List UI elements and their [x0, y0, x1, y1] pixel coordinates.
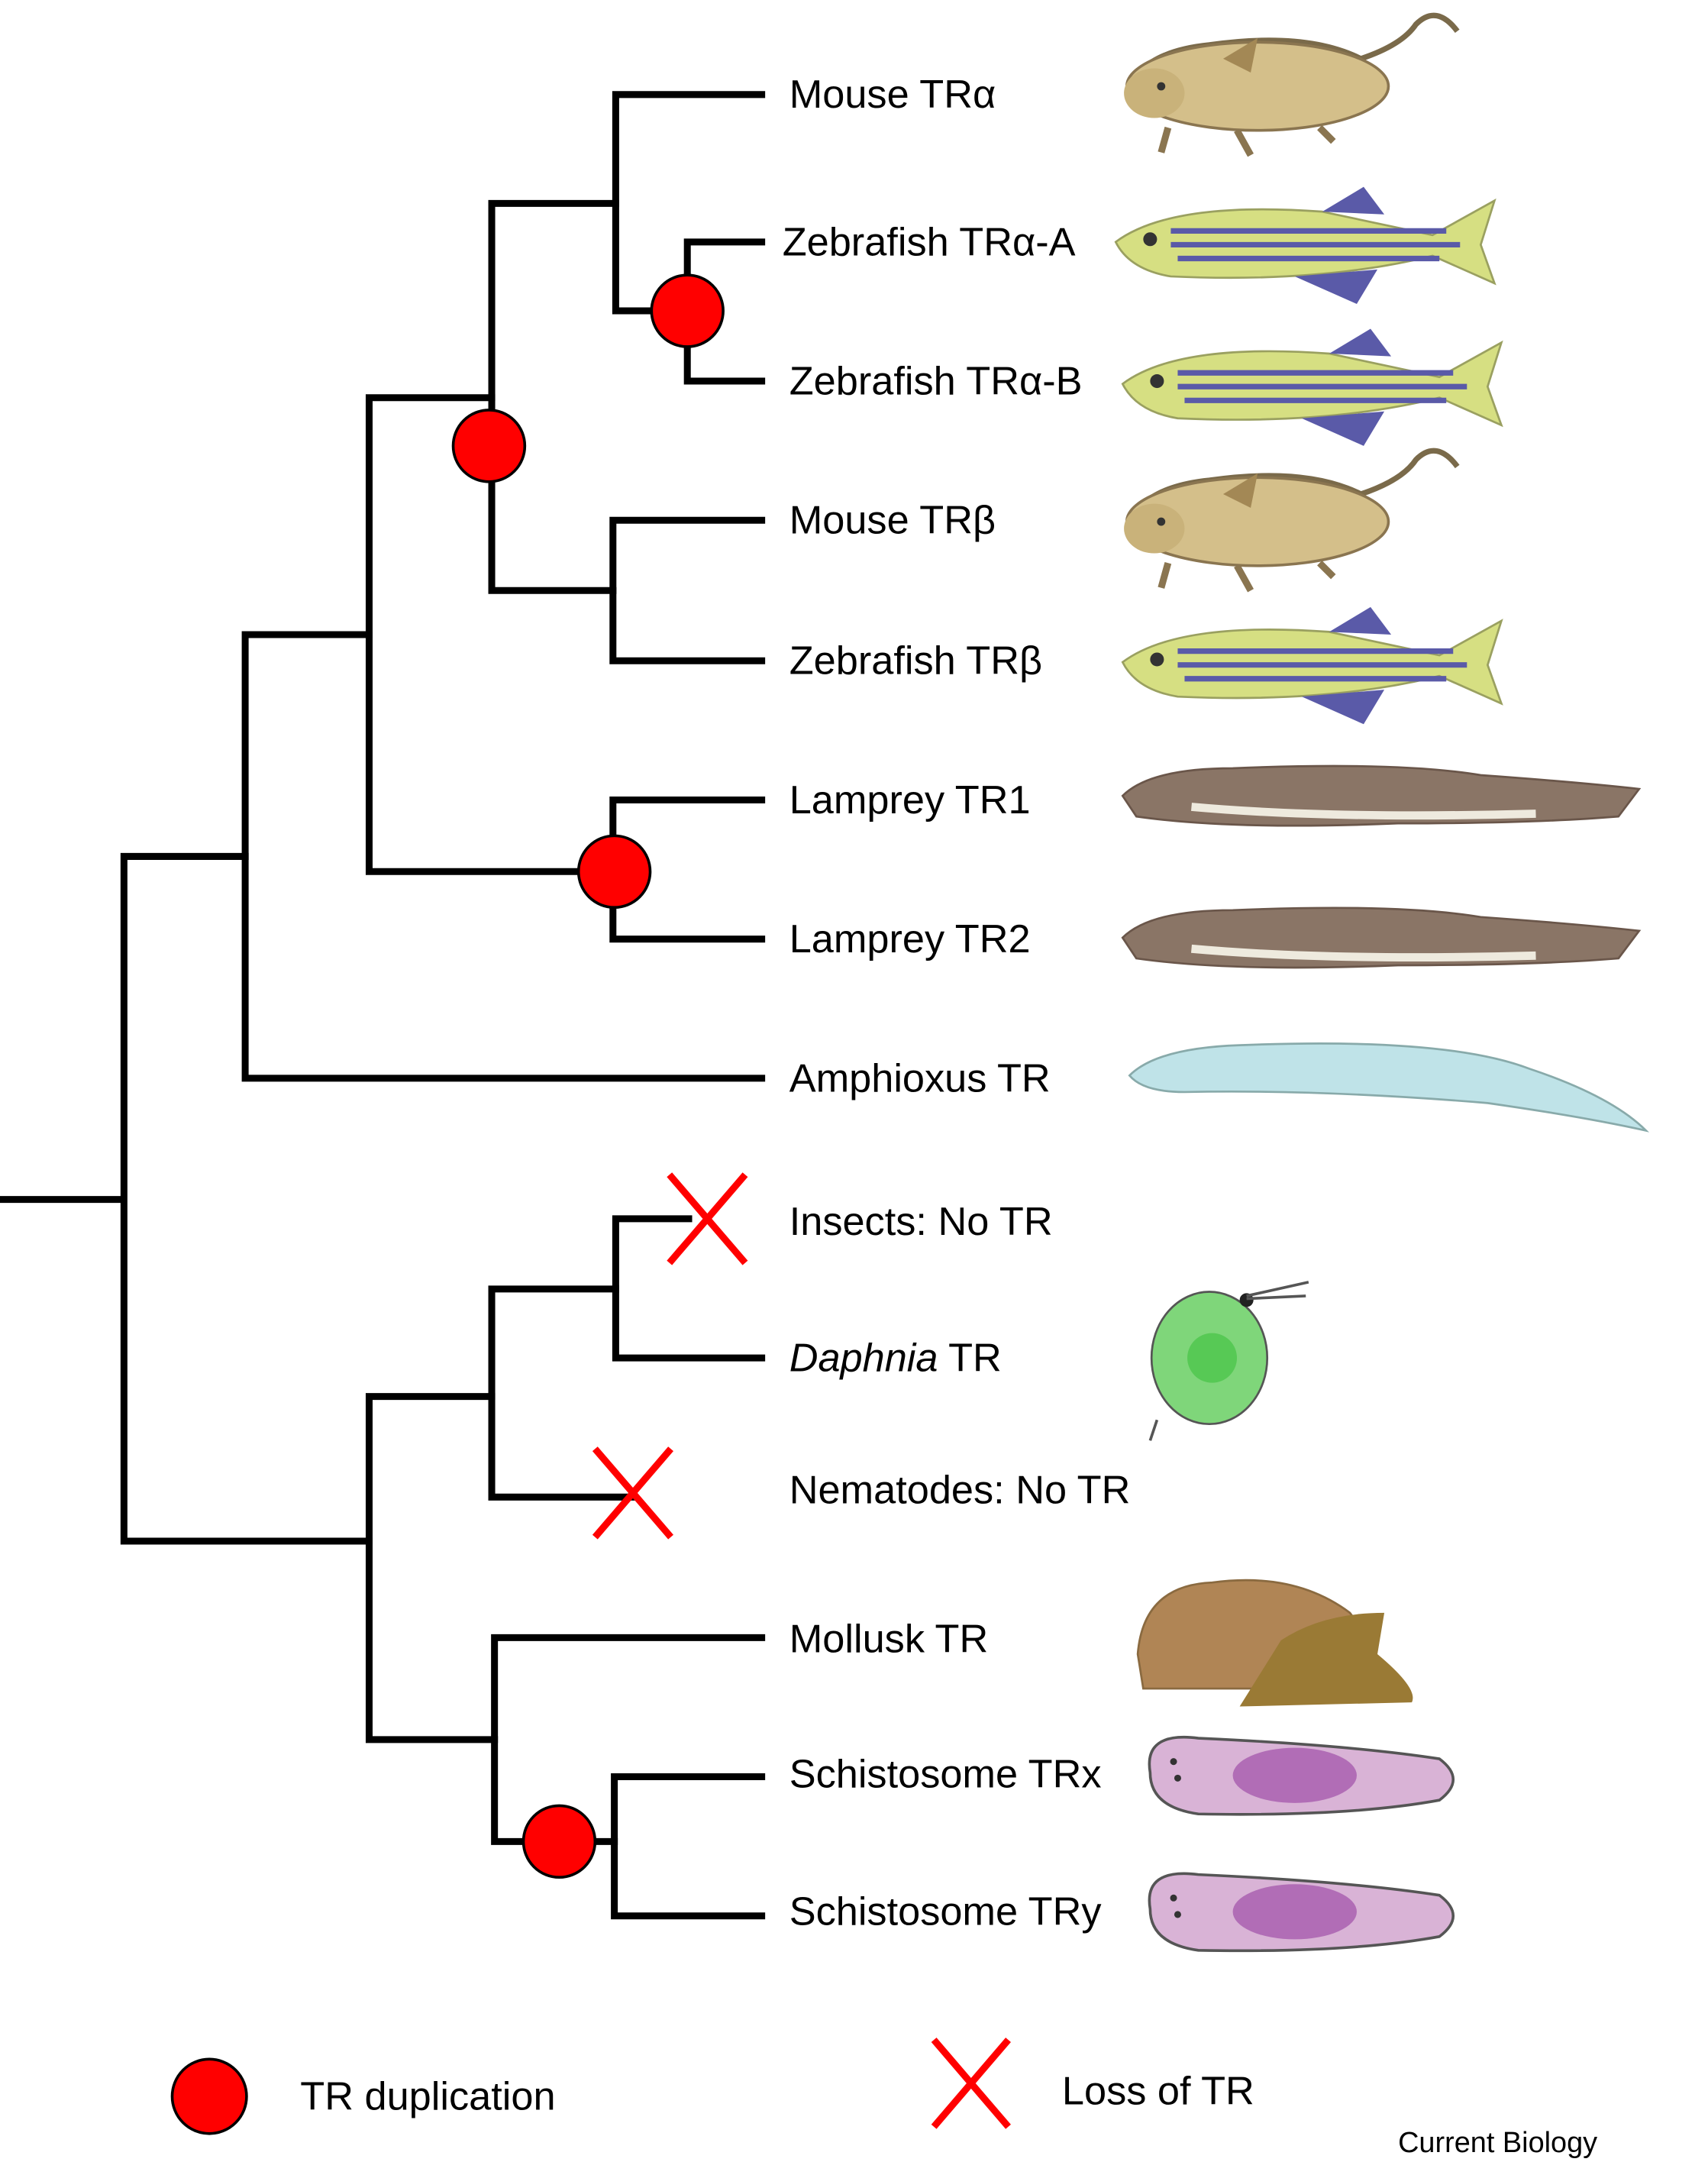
duplication-marker: [576, 834, 652, 909]
taxon-label: Zebrafish TRα-A: [783, 220, 1076, 264]
taxon-label: Mouse TRα: [789, 73, 996, 117]
legend: TR duplication Loss of TR: [170, 2038, 1254, 2135]
legend-duplication-icon: [170, 2057, 248, 2135]
mouse-illustration: [1124, 15, 1458, 155]
taxon-label: Schistosome TRx: [789, 1752, 1102, 1796]
loss-marker: [667, 1172, 748, 1265]
taxon-label-suffix: TR: [938, 1336, 1002, 1381]
legend-loss-icon: [931, 2038, 1011, 2129]
taxon-label: Lamprey TR2: [789, 917, 1031, 961]
taxon-label-italic: Daphnia: [789, 1336, 938, 1381]
lamprey-illustration: [1122, 908, 1639, 968]
taxon-label: Daphnia TR: [789, 1336, 1002, 1381]
journal-credit: Current Biology: [1398, 2127, 1597, 2159]
taxon-label: Insects: No TR: [789, 1200, 1053, 1244]
legend-loss-label: Loss of TR: [1062, 2069, 1254, 2113]
duplication-marker: [650, 273, 725, 348]
amphioxus-illustration: [1128, 1042, 1650, 1133]
schistosome-illustration: [1148, 1872, 1455, 1953]
daphnia-illustration: [1148, 1281, 1309, 1441]
taxon-label: Schistosome TRy: [789, 1890, 1103, 1934]
taxon-label: Amphioxus TR: [789, 1056, 1051, 1100]
duplication-marker: [521, 1804, 597, 1879]
mouse-illustration: [1124, 451, 1458, 590]
tree-branches: [0, 91, 766, 1920]
taxon-label: Lamprey TR1: [789, 778, 1031, 822]
lamprey-illustration: [1122, 766, 1639, 826]
taxon-label: Mollusk TR: [789, 1617, 989, 1662]
duplication-marker: [451, 409, 527, 483]
loss-marker: [592, 1446, 673, 1540]
schistosome-illustration: [1148, 1735, 1455, 1816]
taxon-label: Nematodes: No TR: [789, 1469, 1131, 1513]
taxon-label: Zebrafish TRα-B: [789, 359, 1083, 403]
taxon-label: Zebrafish TRβ: [789, 639, 1042, 684]
legend-duplication-label: TR duplication: [300, 2074, 555, 2118]
zebrafish-illustration: [1122, 328, 1501, 445]
zebrafish-illustration: [1122, 607, 1501, 724]
zebrafish-illustration: [1116, 187, 1494, 304]
taxon-label: Mouse TRβ: [789, 499, 996, 543]
mollusk-illustration: [1136, 1579, 1413, 1707]
